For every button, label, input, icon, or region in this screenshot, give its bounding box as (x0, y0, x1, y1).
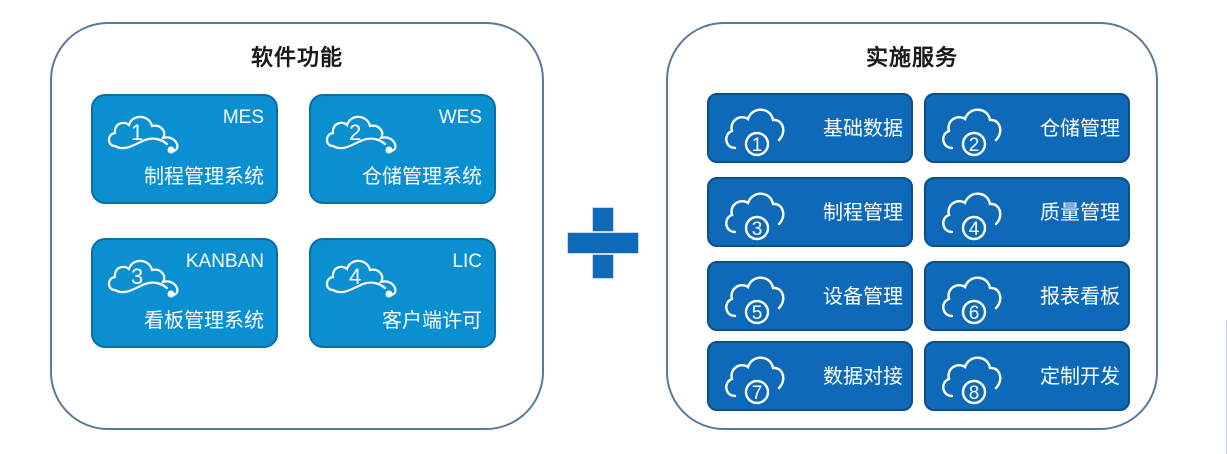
service-card-warehouse[interactable]: 2 仓储管理 (924, 93, 1130, 163)
software-card-kanban[interactable]: 3 KANBAN 看板管理系统 (91, 238, 278, 348)
service-label: 报表看板 (1040, 284, 1120, 308)
card-name: 仓储管理系统 (362, 164, 482, 188)
card-name: 看板管理系统 (144, 308, 264, 332)
cloud-circle-icon: 1 (725, 108, 785, 157)
service-number: 2 (969, 135, 980, 156)
panel-title-services: 实施服务 (865, 46, 958, 71)
service-label: 数据对接 (823, 364, 903, 388)
service-label: 制程管理 (823, 200, 903, 224)
card-code: LIC (452, 251, 482, 272)
card-number: 3 (131, 264, 143, 289)
panel-title-software: 软件功能 (250, 46, 343, 71)
card-number: 4 (349, 264, 361, 289)
service-label: 仓储管理 (1040, 116, 1120, 140)
software-card-lic[interactable]: 4 LIC 客户端许可 (309, 238, 496, 348)
cloud-icon: 2 (325, 115, 397, 154)
service-card-process[interactable]: 3 制程管理 (707, 177, 913, 247)
service-card-reports[interactable]: 6 报表看板 (924, 261, 1130, 331)
card-code: MES (222, 107, 264, 128)
service-label: 基础数据 (823, 116, 903, 140)
software-card-mes[interactable]: 1 MES 制程管理系统 (91, 94, 278, 204)
software-functions-panel: 软件功能 (50, 22, 544, 430)
plus-icon (566, 206, 640, 280)
service-number: 5 (752, 303, 763, 324)
card-number: 2 (349, 120, 361, 145)
service-number: 3 (752, 219, 763, 240)
service-label: 设备管理 (823, 284, 903, 308)
card-code: WES (438, 107, 482, 128)
service-number: 7 (752, 383, 763, 404)
card-name: 客户端许可 (382, 308, 482, 332)
service-label: 质量管理 (1040, 200, 1120, 224)
service-label: 定制开发 (1040, 364, 1120, 388)
cloud-circle-icon: 8 (942, 356, 1002, 405)
service-card-integration[interactable]: 7 数据对接 (707, 341, 913, 411)
service-card-equipment[interactable]: 5 设备管理 (707, 261, 913, 331)
service-card-quality[interactable]: 4 质量管理 (924, 177, 1130, 247)
software-card-wes[interactable]: 2 WES 仓储管理系统 (309, 94, 496, 204)
cloud-circle-icon: 2 (942, 108, 1002, 157)
service-card-basic-data[interactable]: 1 基础数据 (707, 93, 913, 163)
service-number: 4 (969, 219, 980, 240)
cloud-icon: 1 (107, 115, 179, 154)
cloud-icon: 3 (107, 259, 179, 298)
cloud-circle-icon: 5 (725, 276, 785, 325)
cloud-circle-icon: 3 (725, 192, 785, 241)
card-number: 1 (131, 120, 143, 145)
cloud-icon: 4 (325, 259, 397, 298)
cloud-circle-icon: 4 (942, 192, 1002, 241)
service-number: 1 (752, 135, 763, 156)
cloud-circle-icon: 7 (725, 356, 785, 405)
service-card-custom-dev[interactable]: 8 定制开发 (924, 341, 1130, 411)
service-number: 6 (969, 303, 980, 324)
card-code: KANBAN (185, 251, 264, 272)
service-number: 8 (969, 383, 980, 404)
card-name: 制程管理系统 (144, 164, 264, 188)
cloud-circle-icon: 6 (942, 276, 1002, 325)
